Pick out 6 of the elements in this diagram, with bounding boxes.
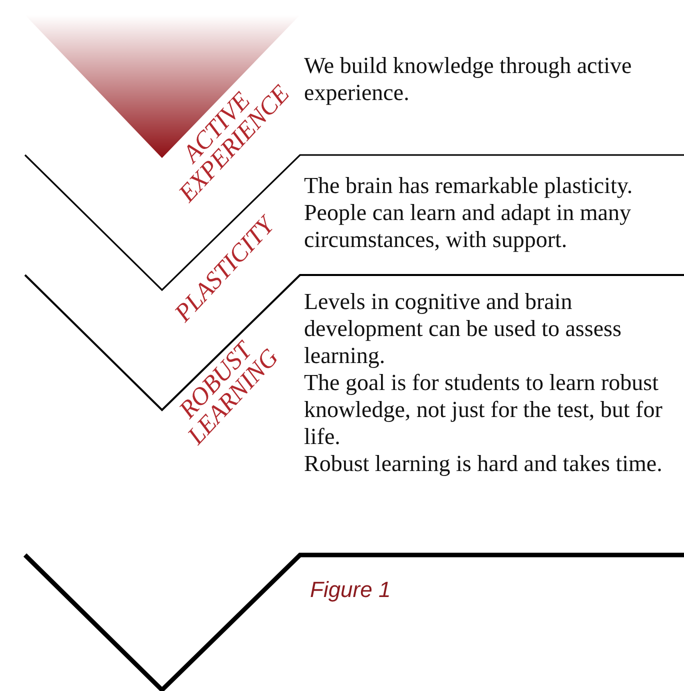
figure-caption: Figure 1 [310, 577, 391, 603]
description-text: The goal is for students to learn robust knowledge, not just for the test, but for life. [304, 369, 664, 450]
description-text: Levels in cognitive and brain development can be used to assess learning. [304, 288, 622, 369]
description-text: Robust learning is hard and takes time. [304, 450, 664, 477]
description-text: The brain has remarkable plasticity. People can learn and adapt in many circumstances, with support. [304, 172, 634, 253]
description-text: We build knowledge through active experience. [304, 52, 633, 106]
